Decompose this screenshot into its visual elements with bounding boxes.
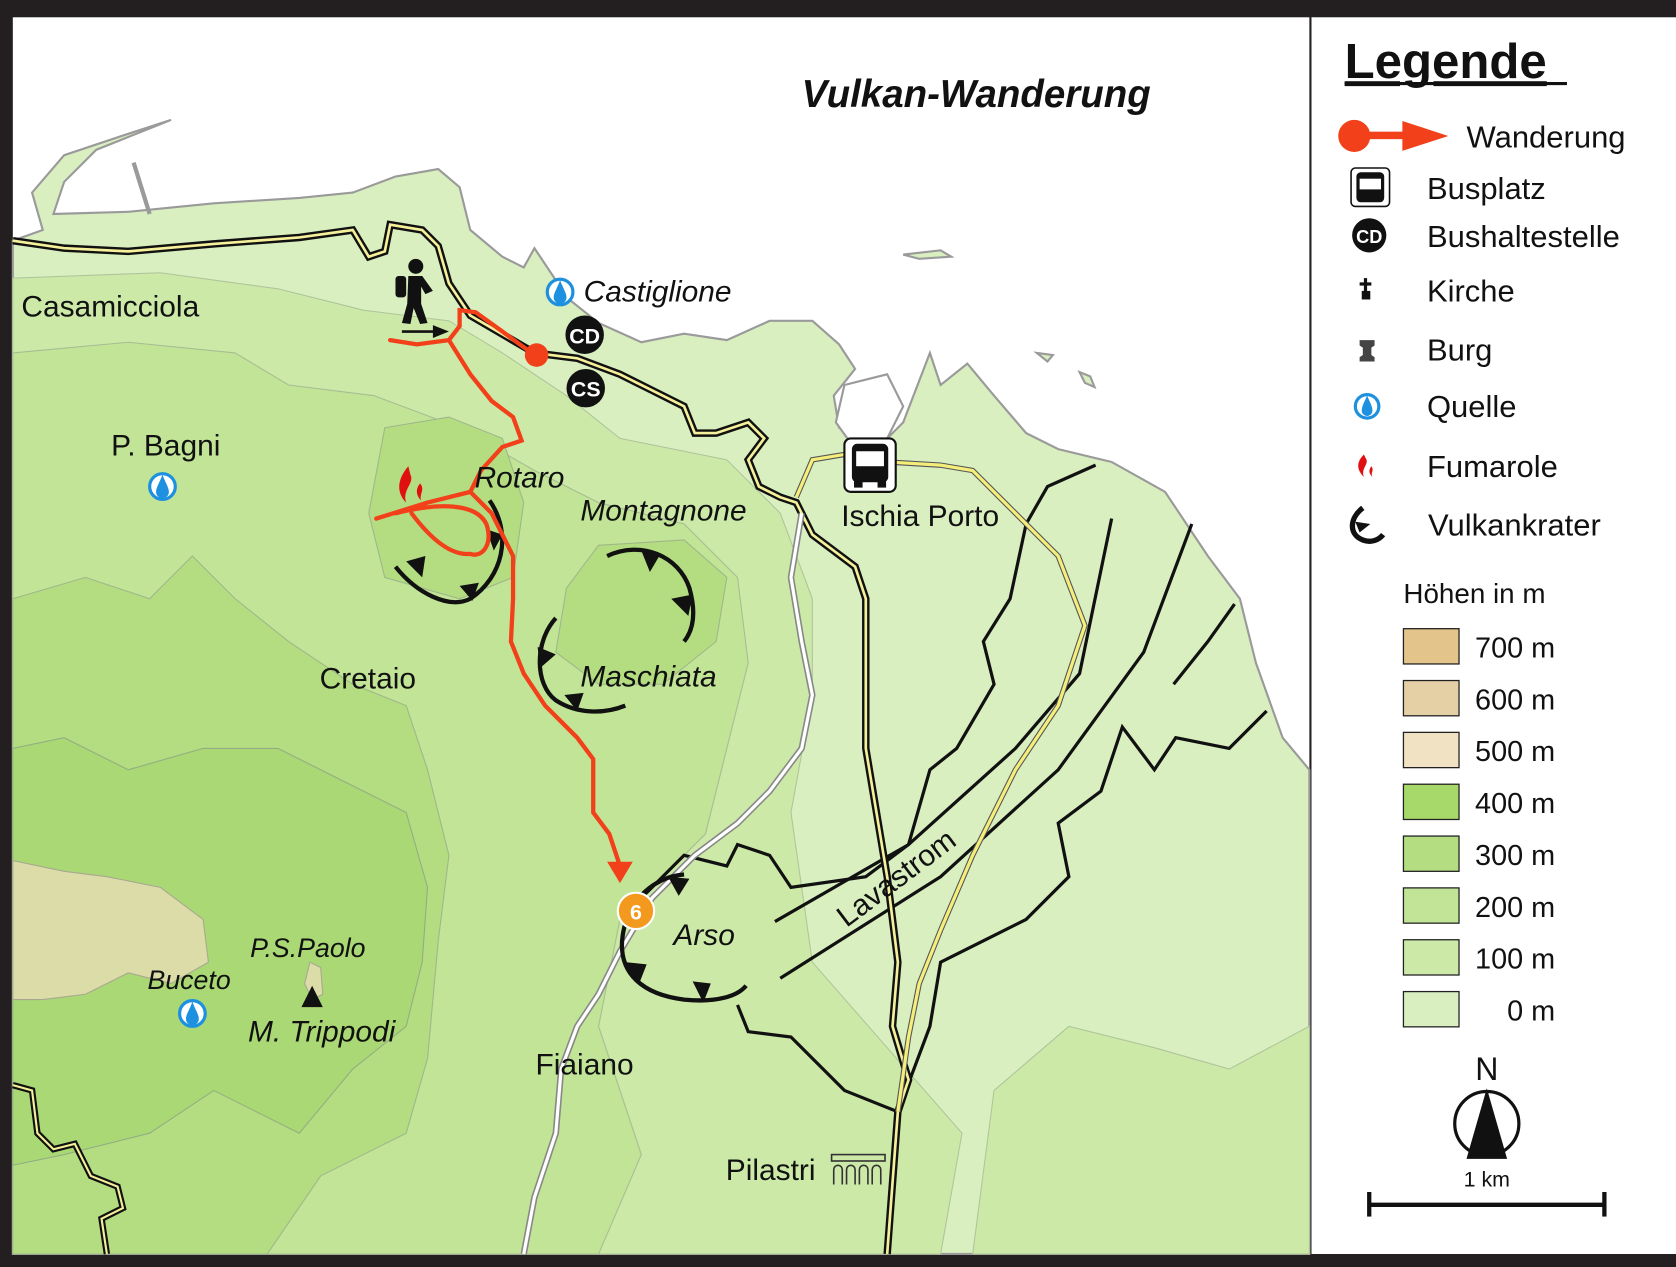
place-label: Buceto [148,965,231,995]
fumarole-icon [1358,454,1373,477]
elevation-label: 0 m [1507,995,1555,1027]
place-label: P.S.Paolo [250,933,366,963]
legend-item-label: Bushaltestelle [1427,219,1620,254]
place-label: Castiglione [584,276,732,309]
spring-icon [148,472,177,501]
legend-item-label: Vulkankrater [1428,508,1601,543]
place-label: Rotaro [475,462,565,495]
elevation-label: 400 m [1475,788,1555,820]
church-icon [1359,278,1372,300]
elevation-swatch [1402,990,1460,1028]
elevation-title: Höhen in m [1403,578,1545,609]
north-label: N [1475,1051,1498,1087]
hiking-route [374,307,623,869]
route-start-point [524,343,549,367]
bus-stop-icon: CD [1352,218,1387,253]
place-label: Arso [671,919,734,952]
bus-stop-badge: CD [1356,227,1382,247]
elevation-swatch [1402,783,1460,821]
land-100m-east [972,1025,1310,1255]
main-road [11,220,913,1255]
spring-icon [1353,393,1381,420]
elevation-label: 300 m [1475,840,1555,872]
map-title: Vulkan-Wanderung [802,73,1151,116]
waypoint-number: 6 [630,900,642,924]
aqueduct-icon [830,1153,886,1185]
hiker-icon [395,258,449,338]
elevation-label: 600 m [1475,684,1555,716]
elevation-label: 500 m [1475,736,1555,768]
bus-stop-cd: CD [565,315,604,354]
place-label: Pilastri [726,1154,816,1187]
elevation-swatch [1402,939,1460,976]
place-label: Casamicciola [21,291,199,324]
legend-item-label: Burg [1427,332,1492,367]
bus-icon [843,437,897,493]
spring-icon [177,999,207,1028]
legend-item-label: Kirche [1427,274,1515,309]
islet [1077,370,1097,390]
place-label: Maschiata [580,660,716,693]
spring-icon [545,277,575,307]
waypoint-marker: 6 [616,891,656,931]
elevation-swatch [1402,628,1460,665]
route-arrow-head [607,861,633,884]
legend: Legende Wanderung Busplatz CD Bushaltest… [1311,17,1676,1254]
place-label: Fiaiano [536,1048,634,1081]
elevation-scale: 700 m 600 m 500 m 400 m 300 m 200 m 100 m 0 m [1402,628,1555,1028]
place-label: P. Bagni [111,430,220,463]
elevation-label: 700 m [1475,633,1555,665]
legend-item-label: Wanderung [1467,120,1626,155]
land-500m [12,859,210,1001]
place-label: M. Trippodi [248,1015,397,1048]
bus-stop-label: CS [571,378,601,402]
elevation-swatch [1402,731,1460,769]
castle-icon [1359,340,1375,362]
elevation-swatch [1402,679,1460,717]
islet [902,249,955,260]
scale-label: 1 km [1464,1168,1510,1192]
scale-bar: 1 km [1367,1168,1607,1217]
north-arrow: N [1453,1051,1521,1159]
legend-item-label: Quelle [1427,389,1517,424]
legend-item-label: Busplatz [1427,171,1546,206]
bus-stop-cs: CS [566,368,605,408]
legend-title: Legende [1345,34,1547,89]
hiking-route-icon [1338,119,1449,152]
crater-montagnone [606,547,696,643]
elevation-swatch [1402,887,1460,924]
pier [131,162,152,215]
bus-icon [1350,167,1391,208]
elevation-label: 200 m [1475,892,1555,924]
crater-arso [619,872,748,1003]
crater-icon [1349,505,1386,544]
land-400m [12,737,429,1166]
place-label: Ischia Porto [841,500,999,533]
elevation-label: 100 m [1475,944,1555,976]
elevation-swatch [1402,835,1460,872]
place-label: Montagnone [580,495,746,528]
summit-icon [301,985,323,1008]
bus-stop-label: CD [569,324,600,348]
fumarole-icon [399,466,423,503]
islet [1033,351,1055,363]
legend-item-label: Fumarole [1427,449,1558,484]
place-label: Cretaio [320,663,416,696]
